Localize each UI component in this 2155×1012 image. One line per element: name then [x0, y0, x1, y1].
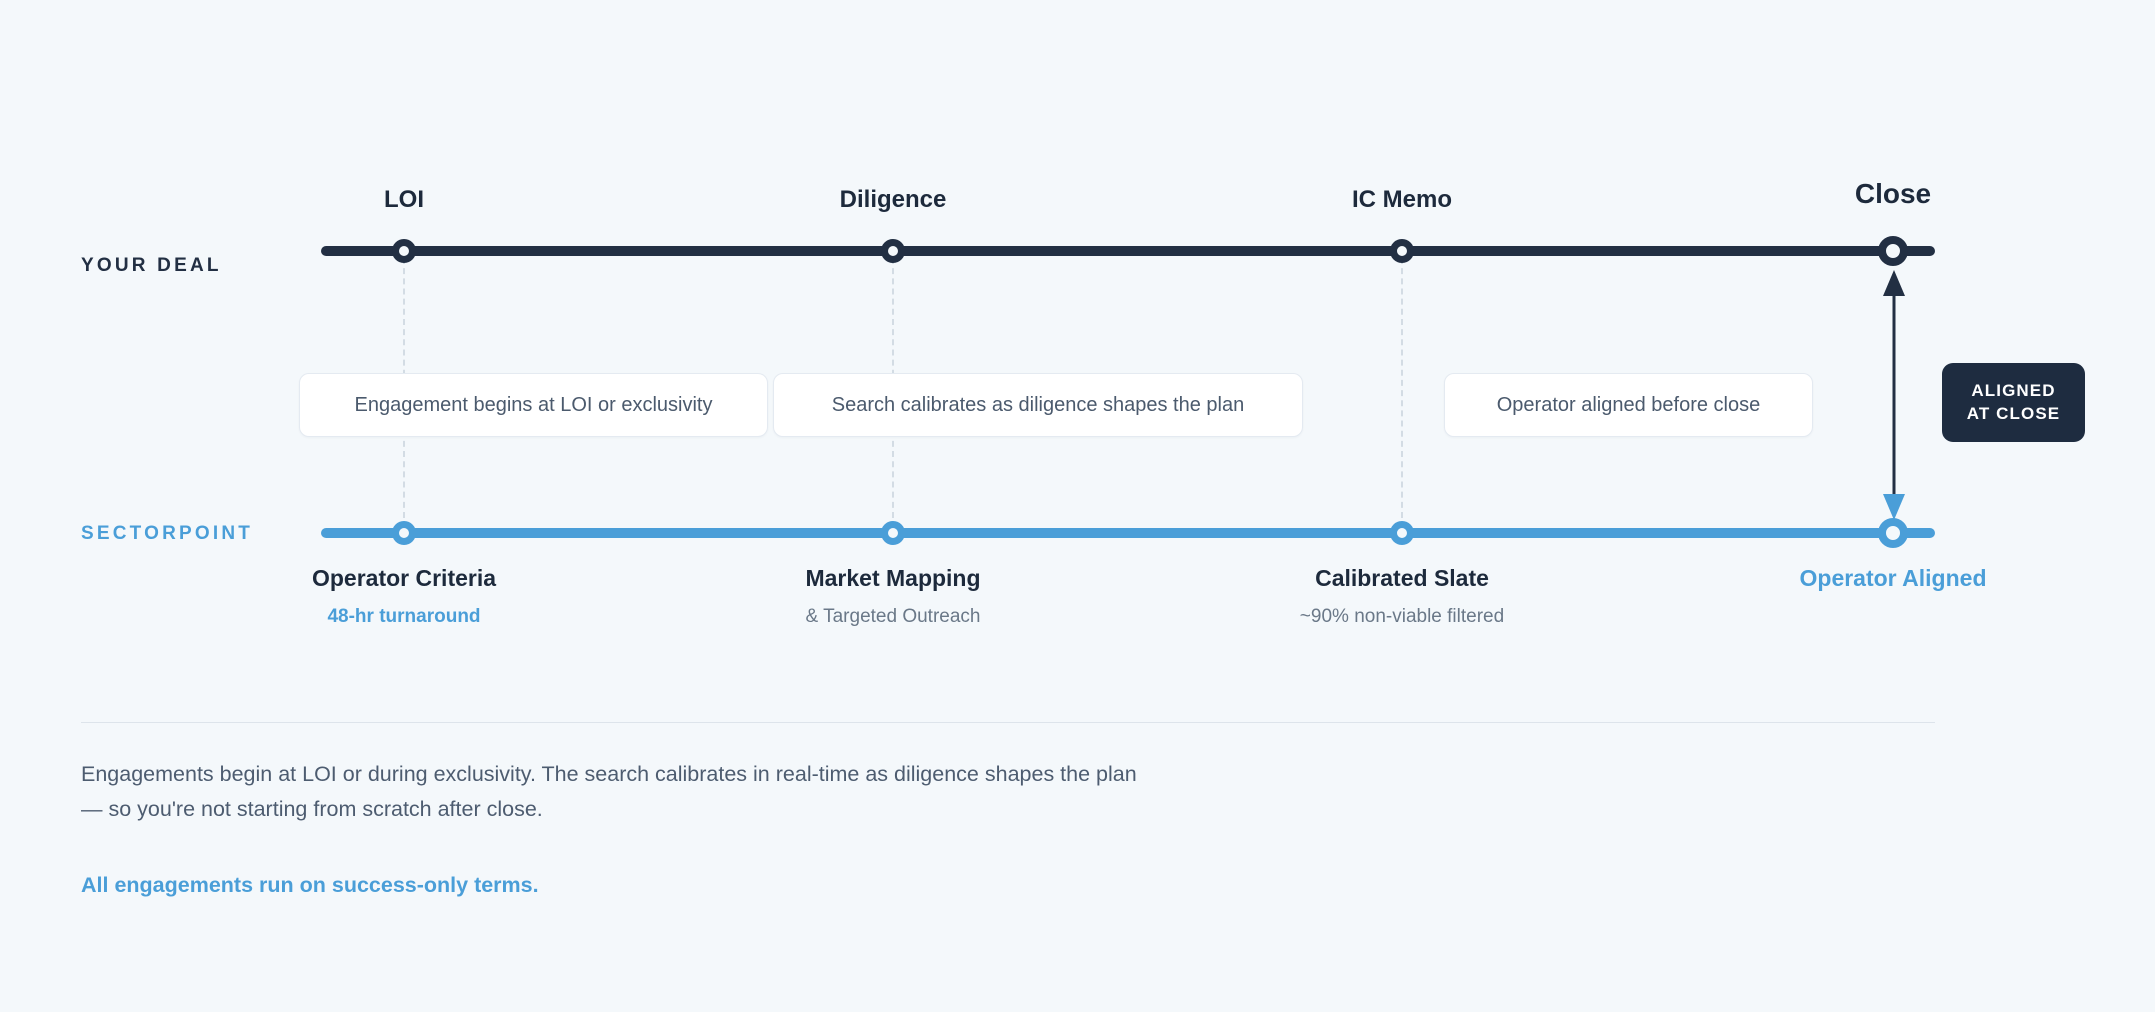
sp-title-operator-aligned: Operator Aligned [1799, 565, 1987, 591]
status-badge-aligned-at-close: ALIGNED AT CLOSE [1942, 363, 2085, 442]
callout-operator-aligned: Operator aligned before close [1444, 373, 1813, 437]
badge-line-2: AT CLOSE [1966, 404, 2061, 424]
node-ic-memo[interactable] [1390, 239, 1414, 263]
timeline-rail-sectorpoint [321, 528, 1935, 538]
rail-label-sectorpoint: SECTORPOINT [81, 523, 254, 544]
callout-search-calibrates: Search calibrates as diligence shapes th… [773, 373, 1303, 437]
node-calibrated-slate[interactable] [1390, 521, 1414, 545]
section-divider [81, 722, 1935, 723]
stage-title-ic-memo: IC Memo [1351, 186, 1453, 213]
footer-paragraph: Engagements begin at LOI or during exclu… [81, 762, 1137, 821]
badge-line-1: ALIGNED [1971, 381, 2056, 400]
sp-title-calibrated-slate: Calibrated Slate [1315, 565, 1489, 591]
rail-label-your-deal: YOUR DEAL [81, 255, 222, 276]
callout-engagement-begins: Engagement begins at LOI or exclusivity [299, 373, 768, 437]
node-close[interactable] [1878, 236, 1908, 266]
stage-title-diligence: Diligence [839, 186, 947, 213]
stage-title-loi: LOI [384, 186, 424, 213]
sp-title-market-mapping: Market Mapping [805, 565, 981, 591]
stage-title-close: Close [1854, 178, 1932, 209]
sp-subtitle-market-mapping: & Targeted Outreach [805, 606, 981, 627]
node-market-mapping[interactable] [881, 521, 905, 545]
node-operator-aligned[interactable] [1878, 518, 1908, 548]
sp-subtitle-operator-criteria: 48-hr turnaround [327, 606, 481, 627]
connector-dashed-ic-memo [1401, 258, 1403, 518]
node-loi[interactable] [392, 239, 416, 263]
close-alignment-arrow [1883, 270, 1905, 520]
node-operator-criteria[interactable] [392, 521, 416, 545]
footer-success-only-note: All engagements run on success-only term… [81, 873, 539, 897]
sp-title-operator-criteria: Operator Criteria [311, 565, 497, 591]
sp-subtitle-calibrated-slate: ~90% non-viable filtered [1299, 606, 1505, 627]
node-diligence[interactable] [881, 239, 905, 263]
timeline-rail-your-deal [321, 246, 1935, 256]
